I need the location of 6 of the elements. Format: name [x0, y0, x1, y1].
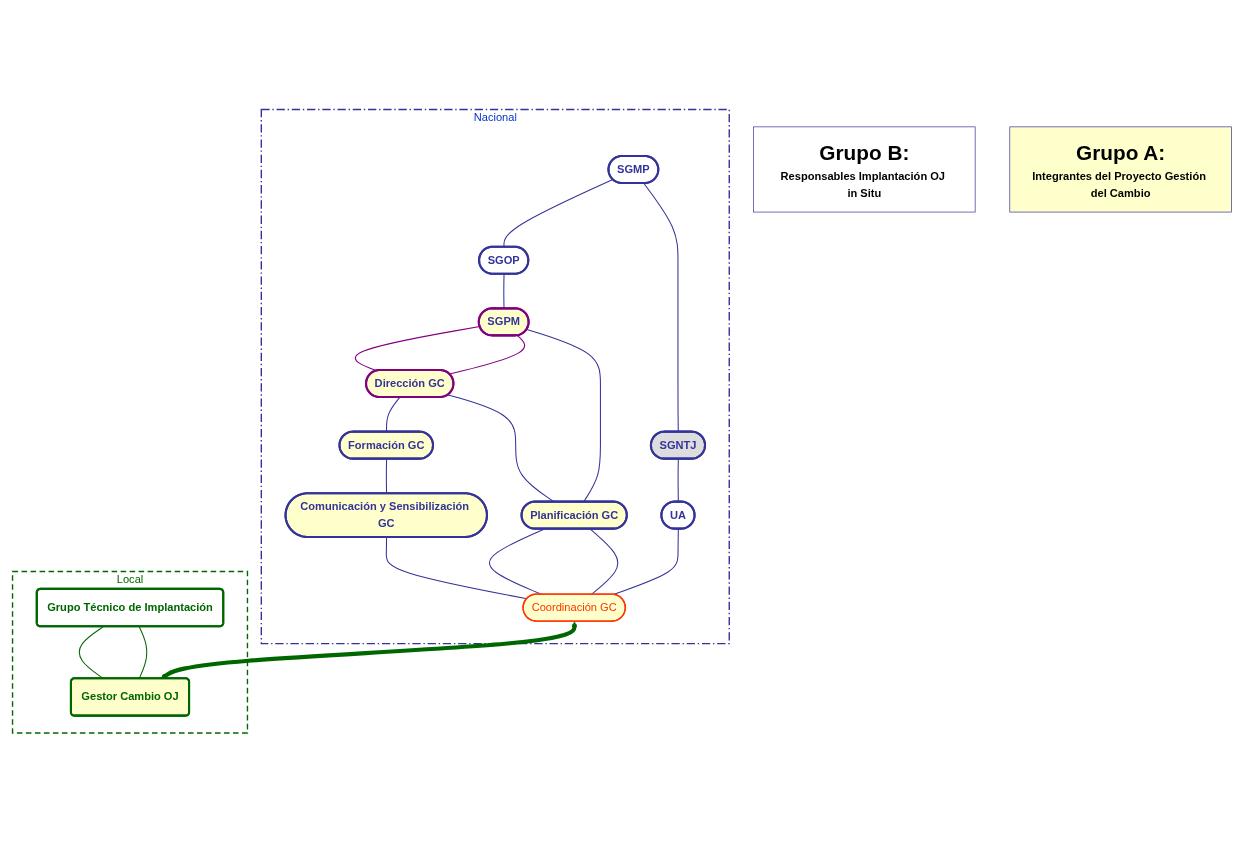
node-box: Grupo A: Integrantes del Proyecto Gestión del Cambio: [1009, 126, 1232, 213]
connector: [589, 528, 619, 596]
connector: [612, 528, 679, 596]
connector: [385, 537, 528, 600]
node-box: Grupo B: Responsables Implantación OJ in Situ: [753, 126, 976, 213]
connector: [449, 335, 526, 375]
